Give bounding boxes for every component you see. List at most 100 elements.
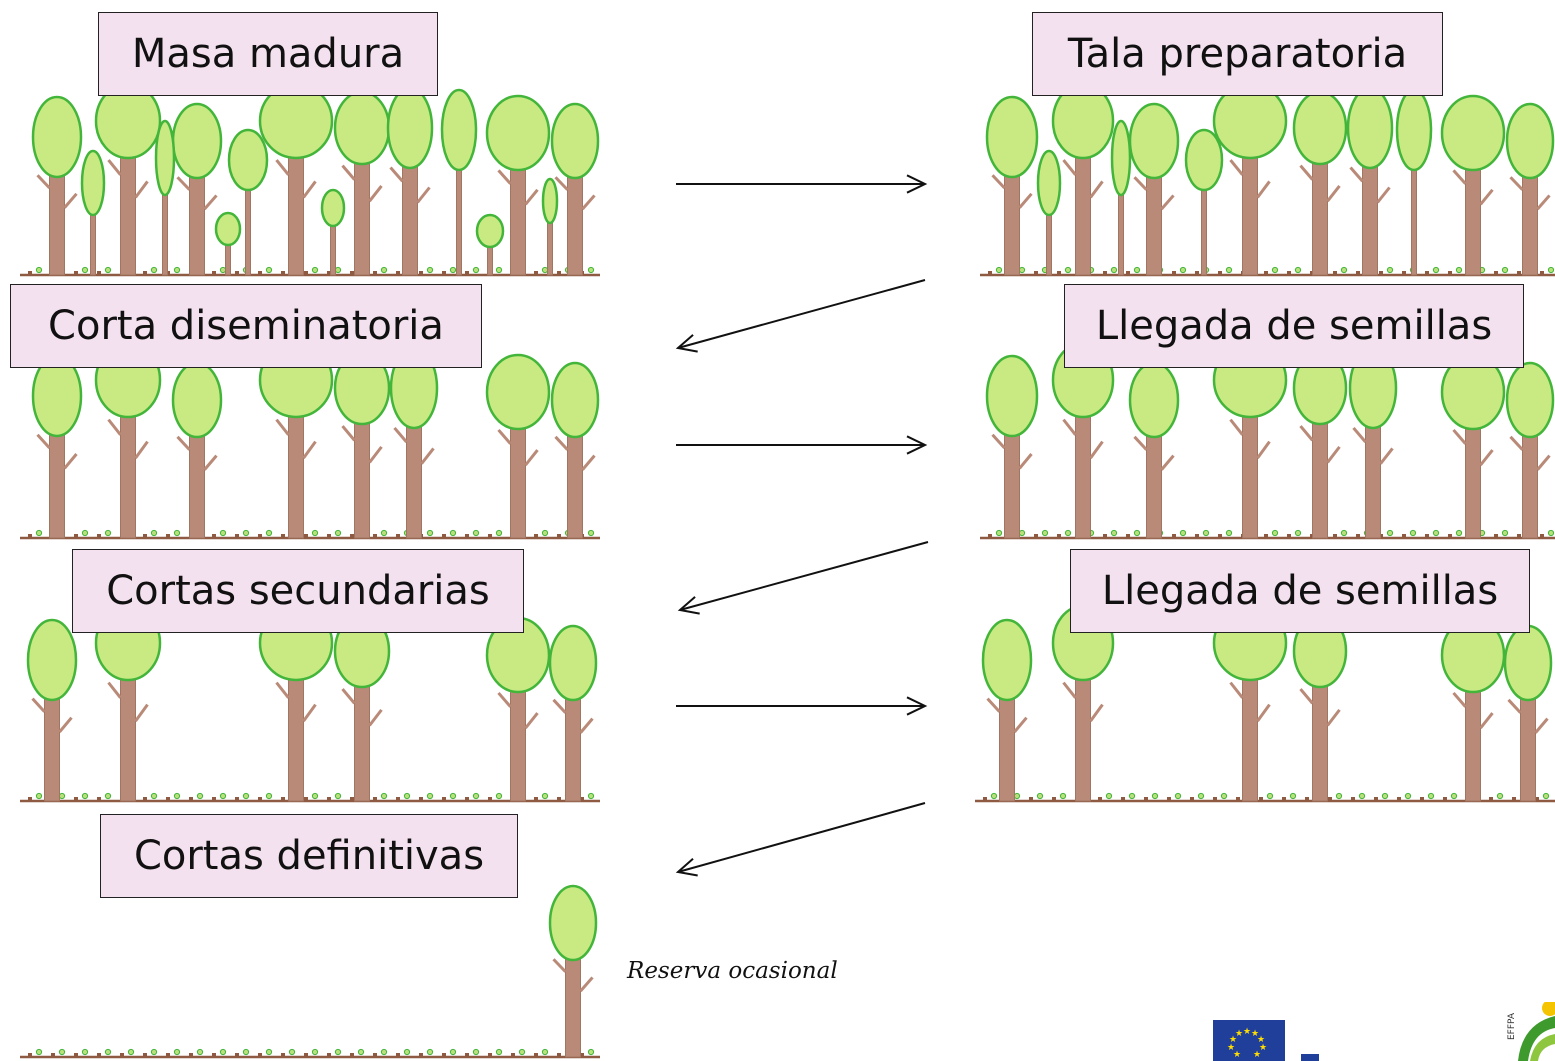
svg-text:★: ★ [1259,1043,1267,1053]
seedling [81,1048,89,1056]
tree [389,346,439,539]
tree-crown [985,354,1039,438]
seedling [1501,529,1509,537]
ground-stump [1052,797,1056,801]
seedling [1404,792,1412,800]
tree-crown [548,884,598,962]
tree-crown [26,618,78,702]
ground-stump [97,271,101,275]
seedling [1018,266,1026,274]
ground-stump [327,797,331,801]
ground-stump [557,797,561,801]
seedling [334,1048,342,1056]
label-llegada-semillas-1: Llegada de semillas [1064,284,1524,368]
tree-branch [497,428,512,445]
ground-stump [396,271,400,275]
tree [333,613,391,802]
seedling [472,266,480,274]
tree [320,188,346,276]
seedling [518,1048,526,1056]
tree-branch [1376,186,1391,204]
tree [171,102,223,276]
ground-stump [143,534,147,538]
ground-stump [534,1053,538,1057]
seedling [587,1048,595,1056]
tree-trunk [354,147,370,276]
svg-text:★: ★ [1243,1027,1251,1037]
ground-stump [1213,797,1217,801]
label-cortas-secundarias: Cortas secundarias [72,549,524,633]
seedling [1225,529,1233,537]
tree [1440,353,1506,539]
ground-stump [988,534,992,538]
tree [1505,102,1555,276]
seedling [1064,266,1072,274]
ground-stump [327,534,331,538]
tree-branch [1509,176,1524,191]
ground-stump [1374,797,1378,801]
tree-crown [985,95,1039,179]
seedling [150,529,158,537]
tree-trunk [1201,176,1207,276]
tree-crown [1128,102,1180,180]
tree-branch [393,426,408,443]
tree [80,149,106,276]
seedling [1409,529,1417,537]
seedling [311,1048,319,1056]
tree-branch [524,188,539,206]
ground-stump [511,1053,515,1057]
ground-stump [419,797,423,801]
tree-trunk [354,670,370,802]
seedling [426,792,434,800]
seedling [311,266,319,274]
ground-stump [988,271,992,275]
ground-stump [350,1053,354,1057]
tree-branch [368,445,383,464]
ground-stump [396,1053,400,1057]
ground-stump [1172,271,1176,275]
ground-stump [1034,534,1038,538]
tree [1292,90,1348,276]
ground-stump [212,797,216,801]
tree-trunk [1312,147,1328,276]
ground-stump [304,1053,308,1057]
tree-crown [227,128,269,192]
ground-stump [1218,271,1222,275]
seedling [1294,529,1302,537]
seedling [242,529,250,537]
tree [550,361,600,539]
ground-stump [1397,797,1401,801]
tree-branch [63,453,78,470]
tree [1036,149,1062,276]
tree-crown [550,361,600,439]
seedling [1133,266,1141,274]
tree-trunk [1242,140,1258,276]
tree-branch [275,159,290,176]
seedling [127,1048,135,1056]
seedling [495,529,503,537]
tree [550,102,600,276]
seedling [1064,529,1072,537]
tree-branch [1018,453,1033,470]
tree-branch [107,159,122,176]
tree [1505,361,1555,539]
ground-stump [1218,534,1222,538]
ground-stump [1540,534,1544,538]
seedling [173,266,181,274]
tree-crown [214,211,242,247]
tree [26,618,78,802]
seedling [1340,266,1348,274]
tree [1128,102,1180,276]
seedling [541,792,549,800]
tree [386,86,434,276]
ground-stump [580,1053,584,1057]
seedling [334,266,342,274]
tree-branch [1452,169,1467,185]
tree-crown [333,90,391,166]
ground-stump [1034,271,1038,275]
tree-branch [1299,164,1314,181]
tree-crown [541,177,559,225]
effpa-logo-icon: EFFPA [1507,1002,1555,1061]
ground-stump [281,797,285,801]
ground-stump [1029,797,1033,801]
